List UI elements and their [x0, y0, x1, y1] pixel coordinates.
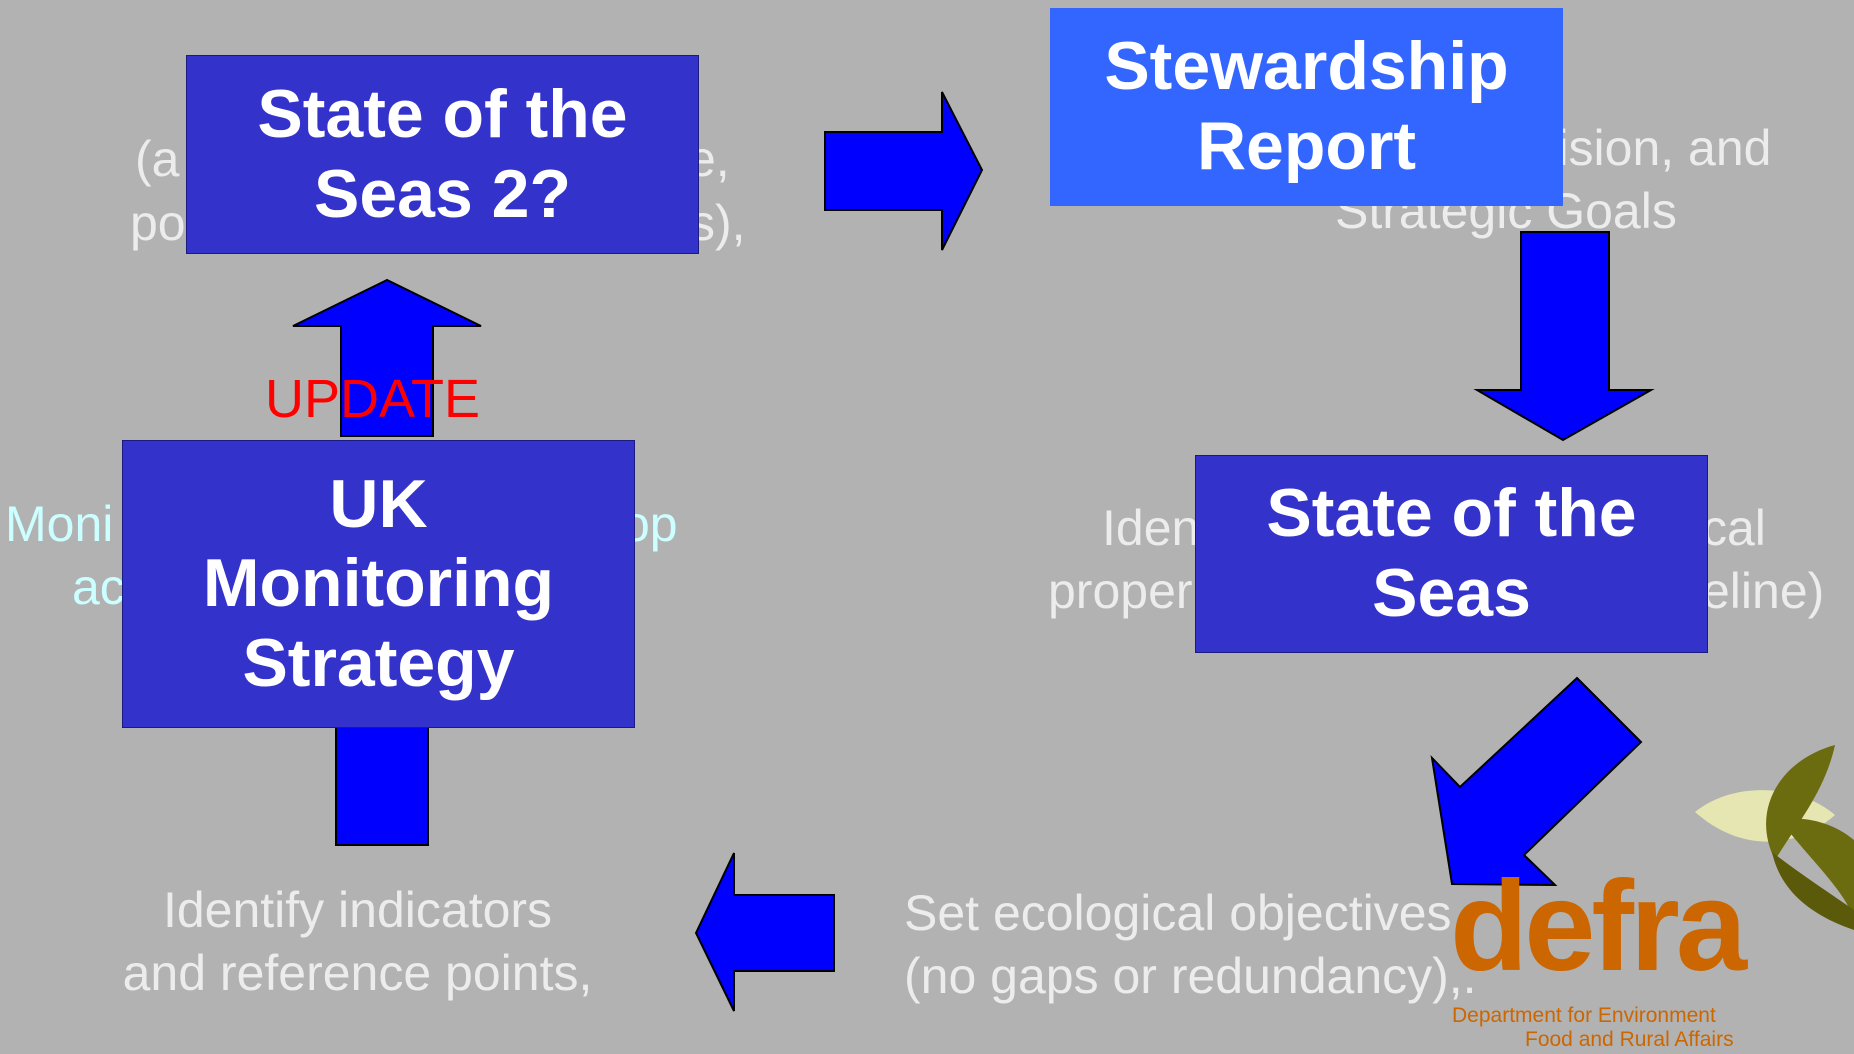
- arrow-diagonal-down-left: [1430, 676, 1643, 887]
- arrow-down-right: [1473, 231, 1655, 442]
- state2-context-left-2: po: [130, 195, 186, 251]
- monitor-context-left-2: ac: [72, 559, 125, 615]
- arrow-up-update: [292, 278, 482, 437]
- seas-context-left-1: Iden: [1102, 500, 1200, 556]
- indicators-text: Identify indicators and reference points…: [122, 882, 593, 1001]
- state2-context-right-2: s),: [690, 195, 746, 251]
- logo-leaf-olive-2: [1780, 818, 1854, 920]
- uk-monitoring-strategy-box: UK Monitoring Strategy: [122, 440, 635, 728]
- logo-wordmark: defra: [1450, 855, 1748, 998]
- monitor-context-left-1: Moni: [5, 496, 114, 552]
- logo-leaf-olive-3: [1772, 852, 1854, 930]
- state2-context-left-1: (a: [135, 131, 180, 187]
- seas-context-right-1: cal: [1702, 500, 1766, 556]
- stewardship-report-box: Stewardship Report: [1050, 8, 1563, 206]
- seas-context-left-2: proper: [1048, 563, 1193, 619]
- seas-context-right-2: eline): [1702, 563, 1825, 619]
- arrow-right-top: [824, 91, 984, 251]
- defra-logo: defra Department for Environment Food an…: [1450, 745, 1854, 1051]
- logo-dept-line-2: Food and Rural Affairs: [1525, 1028, 1734, 1051]
- objectives-text: Set ecological objectives (no gaps or re…: [904, 885, 1477, 1004]
- arrow-left-bottom: [694, 852, 835, 1012]
- logo-dept-line-1: Department for Environment: [1452, 1004, 1716, 1027]
- update-label: UPDATE: [265, 369, 481, 429]
- state-of-seas-box: State of the Seas: [1195, 455, 1708, 653]
- state-of-seas-2-box: State of the Seas 2?: [186, 55, 699, 254]
- logo-leaf-olive-1: [1766, 745, 1835, 860]
- arrow-up-bottom: [335, 721, 429, 846]
